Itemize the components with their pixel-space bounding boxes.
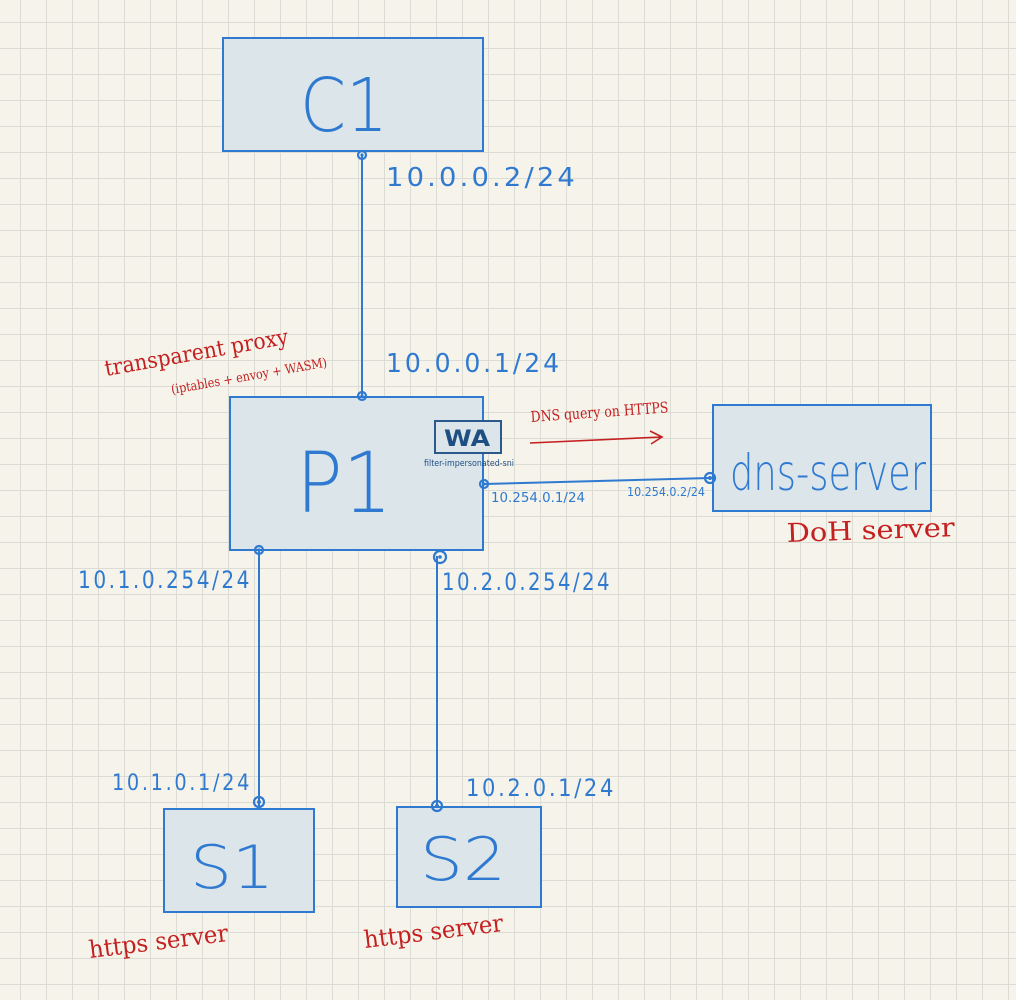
port-dns xyxy=(703,471,717,485)
port-s1 xyxy=(252,795,266,809)
node-c1-box xyxy=(222,37,484,152)
port-c1 xyxy=(356,149,368,161)
dns-query-arrow xyxy=(529,430,664,445)
ip-p1-dns: 10.254.0.1/24 xyxy=(491,491,585,506)
ip-c1: 10.0.0.2/24 xyxy=(386,163,578,193)
port-s2 xyxy=(430,799,444,813)
wasm-filter-badge: WA filter-impersonated-sni xyxy=(424,420,514,469)
ip-p1-s2: 10.2.0.254/24 xyxy=(442,568,612,596)
node-p1-label: P1 xyxy=(296,434,392,532)
node-s1-box xyxy=(163,808,315,913)
node-dns-box xyxy=(712,404,932,512)
ip-p1-s1: 10.1.0.254/24 xyxy=(78,566,252,594)
ip-s2: 10.2.0.1/24 xyxy=(466,774,616,802)
wasm-badge-box xyxy=(434,420,502,454)
node-s2-box xyxy=(396,806,542,908)
port-p1-s2 xyxy=(432,549,448,565)
s1-role-label: https server xyxy=(87,919,230,964)
wasm-badge-label: WA xyxy=(444,427,490,452)
wasm-filter-name: filter-impersonated-sni xyxy=(424,459,514,469)
s2-role-label: https server xyxy=(362,909,505,954)
dns-role-label: DoH server xyxy=(786,513,956,549)
ip-p1-c1: 10.0.0.1/24 xyxy=(386,349,562,379)
link-p1-dns xyxy=(483,477,711,485)
node-s1-label: S1 xyxy=(190,833,274,903)
port-p1-s1 xyxy=(253,544,265,556)
ip-dns: 10.254.0.2/24 xyxy=(627,485,705,499)
ip-s1: 10.1.0.1/24 xyxy=(112,771,252,796)
port-p1-c1 xyxy=(356,390,368,402)
port-p1-dns xyxy=(478,478,490,490)
node-s2-label: S2 xyxy=(420,825,506,895)
node-c1-label: C1 xyxy=(300,63,388,149)
dns-query-label: DNS query on HTTPS xyxy=(530,398,669,426)
node-dns-label: dns-server xyxy=(730,444,926,502)
